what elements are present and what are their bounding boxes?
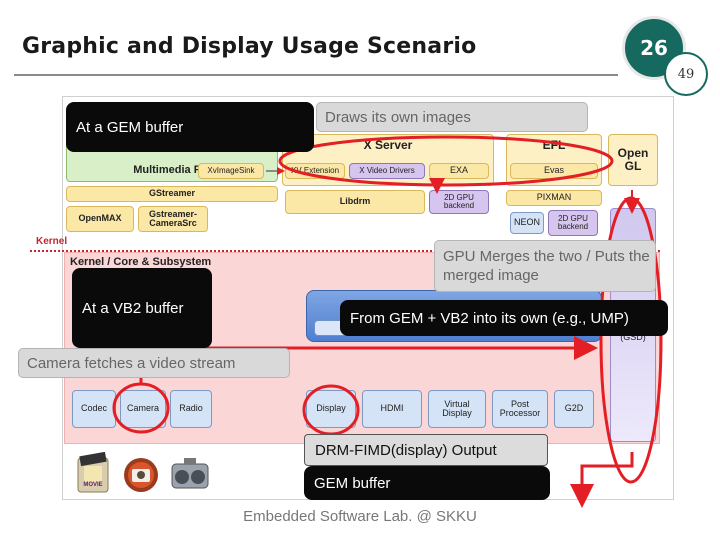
- x-video-drivers-box: X Video Drivers: [349, 163, 425, 179]
- gst-camera-src-box: Gstreamer-CameraSrc: [138, 206, 208, 232]
- gem-buffer-bottom-callout: GEM buffer: [304, 466, 550, 500]
- radio-app-icon: [170, 456, 210, 492]
- driver-g2d-box: G2D: [554, 390, 594, 428]
- x-server-label: X Server: [363, 138, 413, 152]
- kernel-label: Kernel: [36, 236, 68, 247]
- gstreamer-box: GStreamer: [66, 186, 278, 202]
- display-highlight: [302, 384, 360, 436]
- gem-vb2-merge-callout: From GEM + VB2 into its own (e.g., UMP): [340, 300, 668, 336]
- driver-radio-box: Radio: [170, 390, 212, 428]
- draws-own-images-callout: Draws its own images: [316, 102, 588, 132]
- xv-extension-box: XV Extension: [285, 163, 345, 179]
- movie-icon-label: MOVIE: [83, 482, 103, 488]
- camera-app-icon: [122, 456, 160, 494]
- libdrm-box: Libdrm: [285, 190, 425, 214]
- neon-box: NEON: [510, 212, 544, 234]
- gpu-merges-callout: GPU Merges the two / Puts the merged ima…: [434, 240, 656, 292]
- fimd-output-callout: DRM-FIMD(display) Output: [304, 434, 548, 466]
- openmax-box: OpenMAX: [66, 206, 134, 232]
- gpu-to-display-arrow: [570, 452, 634, 508]
- driver-post-processor-box: Post Processor: [492, 390, 548, 428]
- open-gl-box: Open GL: [608, 134, 658, 186]
- gpu-backend-box: 2D GPU backend: [429, 190, 489, 214]
- camera-highlight: [112, 382, 170, 434]
- driver-virtual-display-box: Virtual Display: [428, 390, 486, 428]
- gpu-backend-2-box: 2D GPU backend: [548, 210, 598, 236]
- kernel-separator: [30, 250, 660, 252]
- footer-text: Embedded Software Lab. @ SKKU: [243, 508, 477, 525]
- driver-camera-box: Camera: [120, 390, 166, 428]
- kernel-core-subsystem-label: Kernel / Core & Subsystem: [70, 256, 212, 268]
- total-slides-badge: 49: [664, 52, 708, 96]
- title-divider: [14, 74, 618, 76]
- multimedia-fw-label: Multimedia FW: [133, 164, 211, 177]
- exa-box: EXA: [429, 163, 489, 179]
- driver-display-box: Display: [306, 390, 356, 428]
- gem-buffer-callout: At a GEM buffer: [66, 102, 314, 152]
- x-server-efl-highlight: [278, 135, 614, 187]
- page-title: Graphic and Display Usage Scenario: [22, 34, 477, 59]
- movie-icon: MOVIE: [76, 451, 110, 494]
- ximage-sink-box: XvImageSink: [198, 163, 264, 179]
- driver-hdmi-box: HDMI: [362, 390, 422, 428]
- vb2-buffer-callout: At a VB2 buffer: [72, 268, 212, 348]
- gsd-label: (GSD): [620, 332, 646, 342]
- pixman-box: PIXMAN: [506, 190, 602, 206]
- camera-fetches-callout: Camera fetches a video stream: [18, 348, 290, 378]
